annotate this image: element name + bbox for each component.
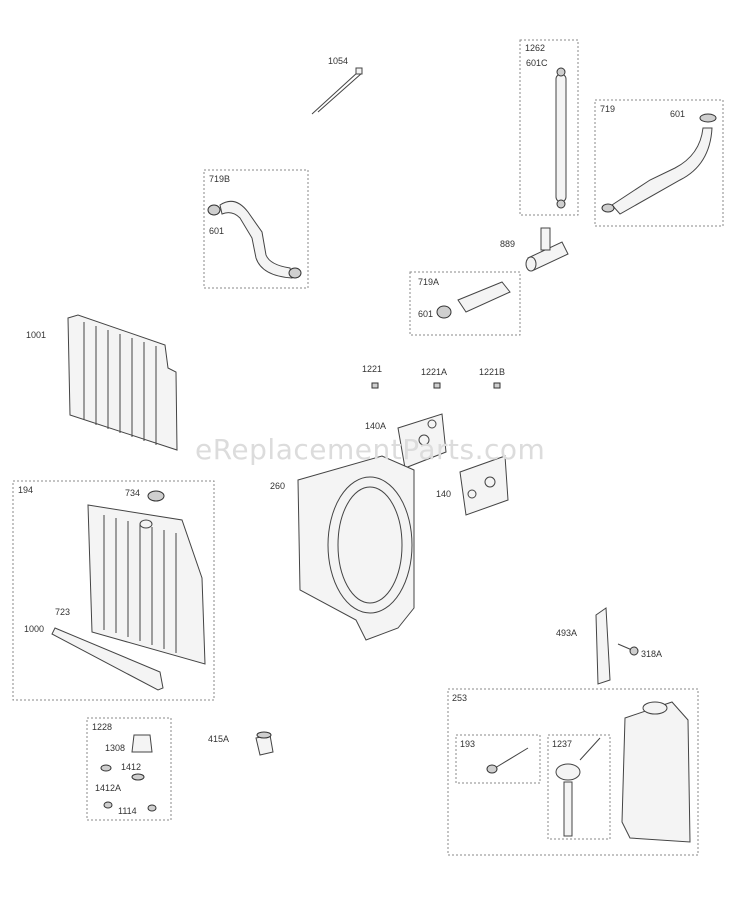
box-1262	[519, 39, 579, 216]
strip-723	[51, 627, 164, 691]
hose-719	[601, 113, 717, 215]
bolt-318A	[617, 643, 639, 656]
hose-719A	[436, 281, 511, 319]
cable-tie-1054	[311, 67, 363, 115]
part-label-734: 734	[125, 488, 141, 498]
group-label-719B: 719B	[209, 174, 231, 184]
part-label-1308: 1308	[105, 743, 126, 753]
group-label-719: 719	[600, 104, 616, 114]
box-719A	[409, 271, 521, 336]
group-label-193: 193	[460, 739, 476, 749]
fitting-889	[525, 227, 569, 272]
group-label-719A: 719A	[418, 277, 440, 287]
part-label-415A: 415A	[208, 734, 230, 744]
part-label-260: 260	[270, 481, 286, 491]
part-label-601-719B: 601	[209, 226, 225, 236]
box-194	[12, 480, 215, 701]
part-label-318A: 318A	[641, 649, 663, 659]
box-253	[447, 688, 699, 856]
tube-1262	[555, 67, 567, 209]
part-label-1412: 1412	[121, 762, 142, 772]
bracket-493A	[595, 607, 611, 685]
screw-193	[486, 747, 529, 774]
group-label-1237: 1237	[552, 739, 573, 749]
bracket-140	[459, 455, 509, 516]
watermark: eReplacementParts.com	[195, 433, 546, 466]
hose-719B	[207, 200, 302, 279]
part-label-1221: 1221	[362, 364, 383, 374]
part-label-1001: 1001	[26, 330, 47, 340]
part-label-601C: 601C	[526, 58, 548, 68]
screen-1001	[67, 314, 178, 451]
box-719	[594, 99, 724, 227]
part-label-1221B: 1221B	[479, 367, 506, 377]
bracket-140A	[397, 413, 447, 469]
part-label-1054: 1054	[328, 56, 349, 66]
part-label-1000: 1000	[24, 624, 45, 634]
part-label-140: 140	[436, 489, 452, 499]
part-label-1221A: 1221A	[421, 367, 448, 377]
cap-415A	[255, 731, 274, 756]
group-label-1228: 1228	[92, 722, 113, 732]
group-label-1262: 1262	[525, 43, 546, 53]
radiator-194	[87, 490, 206, 665]
part-label-1412A: 1412A	[95, 783, 122, 793]
box-1228	[86, 717, 172, 821]
part-label-493A: 493A	[556, 628, 578, 638]
part-label-601-719A: 601	[418, 309, 434, 319]
part-label-1114: 1114	[118, 806, 137, 816]
reservoir-253	[621, 701, 691, 843]
part-label-601-719: 601	[670, 109, 686, 119]
group-label-253: 253	[452, 693, 468, 703]
part-label-140A: 140A	[365, 421, 387, 431]
shroud-260	[297, 455, 415, 641]
box-1237	[547, 734, 611, 840]
box-193	[455, 734, 541, 784]
part-label-889: 889	[500, 239, 516, 249]
box-719B	[203, 169, 309, 289]
screws-1221	[371, 382, 501, 389]
group-label-194: 194	[18, 485, 34, 495]
hardware-1228	[100, 734, 157, 812]
part-label-723: 723	[55, 607, 71, 617]
cap-1237	[555, 737, 601, 837]
